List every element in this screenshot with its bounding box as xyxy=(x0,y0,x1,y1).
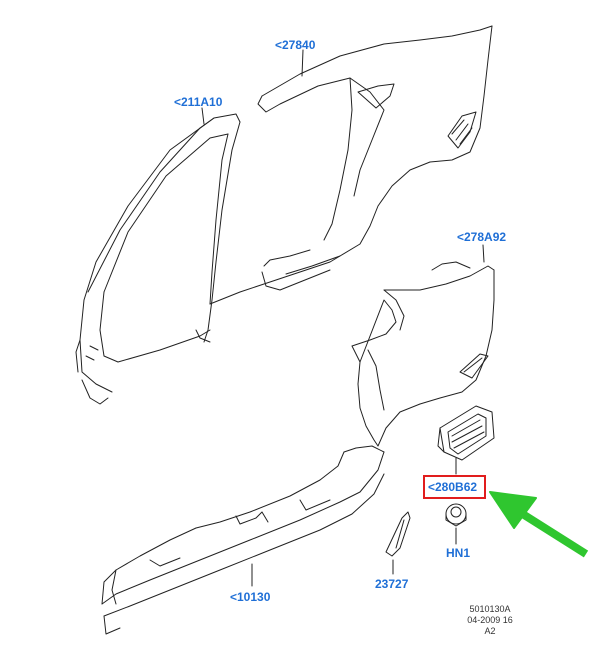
rear-quarter-panel xyxy=(351,261,495,447)
rocker-panel xyxy=(101,445,385,635)
pointer-arrow-icon xyxy=(489,491,589,558)
label-23727[interactable]: 23727 xyxy=(375,577,409,591)
leader-278a92 xyxy=(482,244,485,263)
highlight-box xyxy=(423,475,486,499)
body-side-panel xyxy=(75,25,493,405)
vent-grille-part xyxy=(437,405,495,461)
label-10130[interactable]: <10130 xyxy=(230,590,271,604)
label-hn1[interactable]: HN1 xyxy=(446,546,471,560)
reference-revision: A2 xyxy=(484,626,496,636)
label-278a92[interactable]: <278A92 xyxy=(457,230,507,244)
label-27840[interactable]: <27840 xyxy=(275,38,316,52)
diagram-reference: 5010130A 04-2009 16 A2 xyxy=(462,604,518,637)
leader-211a10 xyxy=(201,107,205,125)
label-211a10[interactable]: <211A10 xyxy=(174,95,223,109)
label-280b62[interactable]: <280B62 xyxy=(428,480,478,494)
reference-date: 04-2009 16 xyxy=(467,615,513,625)
seal-strip-part xyxy=(385,511,411,557)
reference-code: 5010130A xyxy=(469,604,511,614)
leader-27840 xyxy=(301,49,304,77)
fastener-part xyxy=(445,503,467,527)
